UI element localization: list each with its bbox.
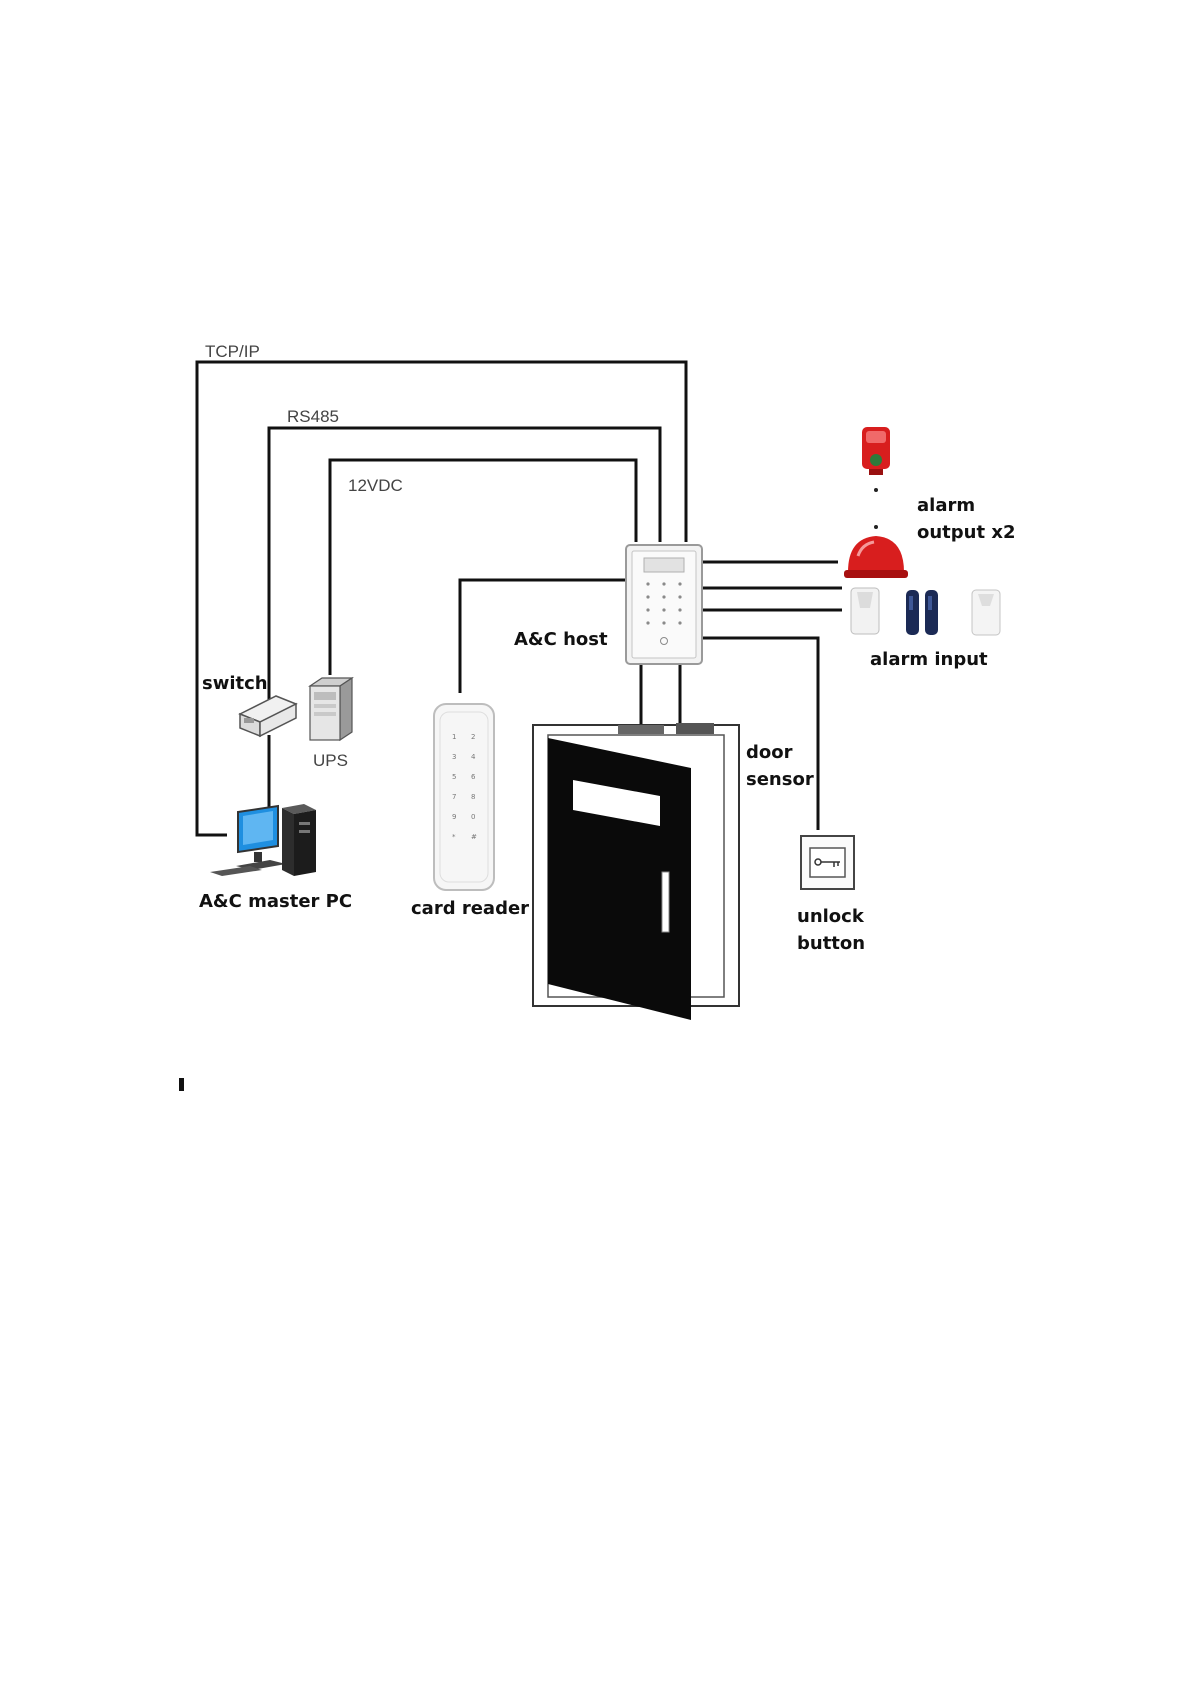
power-label: 12VDC xyxy=(348,476,403,495)
smoke-detector-icon xyxy=(972,590,1000,635)
svg-text:2: 2 xyxy=(471,733,475,741)
rs485-wire xyxy=(269,428,660,700)
tcpip-label: TCP/IP xyxy=(205,342,260,361)
access-control-host xyxy=(626,545,702,664)
figure-marker xyxy=(179,1078,184,1091)
card-reader-icon: 1 2 3 4 5 6 7 8 9 0 * # xyxy=(434,704,494,890)
unlock-label-1: unlock xyxy=(797,906,865,927)
alarm-input-label: alarm input xyxy=(870,649,988,670)
alarm-output-dotted-link xyxy=(874,488,878,529)
svg-text:5: 5 xyxy=(452,773,456,781)
master-pc-label: A&C master PC xyxy=(199,891,352,912)
ups-label: UPS xyxy=(313,751,348,770)
ups-icon xyxy=(310,678,352,740)
unlock-label-2: button xyxy=(797,933,865,954)
svg-text:#: # xyxy=(471,833,477,841)
door-sensor-label-2: sensor xyxy=(746,769,814,790)
rs485-label: RS485 xyxy=(287,407,339,426)
wiring xyxy=(197,362,842,835)
svg-text:1: 1 xyxy=(452,733,456,741)
host-label: A&C host xyxy=(514,629,608,650)
door-sensor-icon xyxy=(676,723,714,734)
svg-text:*: * xyxy=(452,833,456,841)
alarm-beacon-icon xyxy=(844,536,908,578)
pir-detector-icon xyxy=(851,588,879,634)
door-icon xyxy=(533,723,739,1020)
door-sensor-label-1: door xyxy=(746,742,793,763)
network-switch-icon xyxy=(240,696,296,736)
alarm-output-label-1: alarm xyxy=(917,495,975,516)
card-reader-label: card reader xyxy=(411,898,529,919)
alarm-output-label-2: output x2 xyxy=(917,522,1016,543)
unlock-button-icon xyxy=(801,836,854,889)
svg-text:4: 4 xyxy=(471,753,476,761)
svg-text:3: 3 xyxy=(452,753,456,761)
svg-text:8: 8 xyxy=(471,793,475,801)
svg-text:6: 6 xyxy=(471,773,476,781)
master-pc-icon xyxy=(210,804,316,876)
switch-label: switch xyxy=(202,673,268,694)
alarm-siren-icon xyxy=(862,427,890,475)
svg-text:9: 9 xyxy=(452,813,456,821)
svg-text:7: 7 xyxy=(452,793,456,801)
beam-detector-icon xyxy=(906,590,938,635)
svg-text:0: 0 xyxy=(471,813,475,821)
door-lock-icon xyxy=(618,725,664,734)
